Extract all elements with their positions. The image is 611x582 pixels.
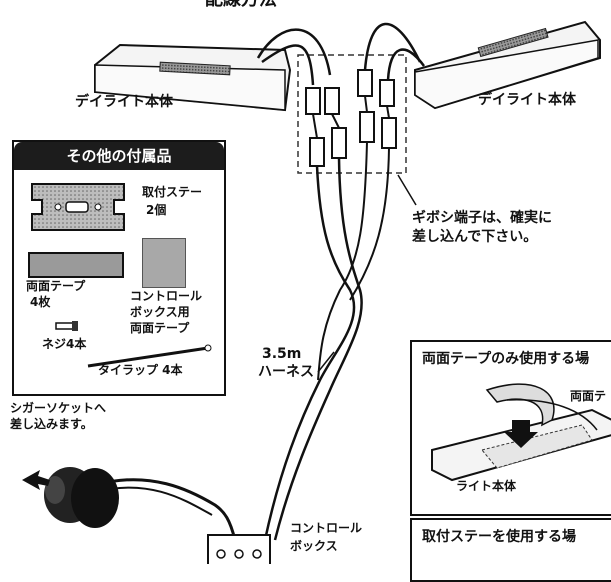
left-daylight-unit xyxy=(94,43,292,112)
cigar-plug xyxy=(44,467,119,528)
accessories-title: その他の付属品 xyxy=(14,142,224,170)
double-sided-tape-icon xyxy=(28,252,124,278)
mounting-stay-icon xyxy=(31,183,125,231)
tape-only-inset-title: 両面テープのみ使用する場 xyxy=(422,351,590,367)
control-box-label-line2: ボックス xyxy=(290,539,338,553)
left-daylight-label: デイライト本体 xyxy=(75,94,173,110)
control-box-label-line1: コントロール xyxy=(290,521,363,535)
stay-inset: 取付ステーを使用する場 xyxy=(410,518,611,582)
connectors xyxy=(305,69,397,167)
right-daylight-unit xyxy=(414,20,601,110)
control-box-tape-icon xyxy=(142,238,186,288)
harness-label: ハーネス xyxy=(258,364,314,380)
box-tape-label-line2: ボックス用 xyxy=(130,305,190,319)
box-tape-label-line1: コントロール xyxy=(130,289,203,303)
accessories-box: その他の付属品 取付ステー 2個 両面テープ 4枚 コントロール ボックス用 両… xyxy=(12,140,226,396)
cable-tie-label: タイラップ 4本 xyxy=(98,363,183,377)
stay-label-line1: 取付ステー xyxy=(142,185,203,199)
tape-callout-label: 両面テ xyxy=(570,389,607,403)
stay-inset-title: 取付ステーを使用する場 xyxy=(422,529,576,545)
box-tape-label-line3: 両面テープ xyxy=(130,321,190,335)
screw-icon xyxy=(55,321,78,331)
connector-area xyxy=(297,54,407,174)
control-box xyxy=(207,534,271,564)
connector-note-line1: ギボシ端子は、確実に xyxy=(412,210,552,226)
tape-label-line1: 両面テープ xyxy=(26,279,86,293)
harness-length: 3.5m xyxy=(262,346,302,362)
light-body-label: ライト本体 xyxy=(456,479,517,493)
right-daylight-label: デイライト本体 xyxy=(478,92,576,108)
cable-tie-icon xyxy=(87,344,212,368)
socket-label-line1: シガーソケットへ xyxy=(10,401,107,415)
connector-note-line2: 差し込んで下さい。 xyxy=(412,229,538,245)
insert-arrow xyxy=(22,470,50,490)
socket-label-line2: 差し込みます。 xyxy=(10,417,93,431)
tape-label-line2: 4枚 xyxy=(30,295,51,309)
tape-mounting-illustration xyxy=(431,383,611,482)
wiring-diagram xyxy=(22,20,601,564)
page-title: 配線方法 xyxy=(205,0,277,11)
tape-only-inset: 両面テープのみ使用する場 両面テ ライト本体 xyxy=(410,340,611,516)
screw-label: ネジ4本 xyxy=(42,337,87,351)
stay-label-line2: 2個 xyxy=(146,203,167,217)
